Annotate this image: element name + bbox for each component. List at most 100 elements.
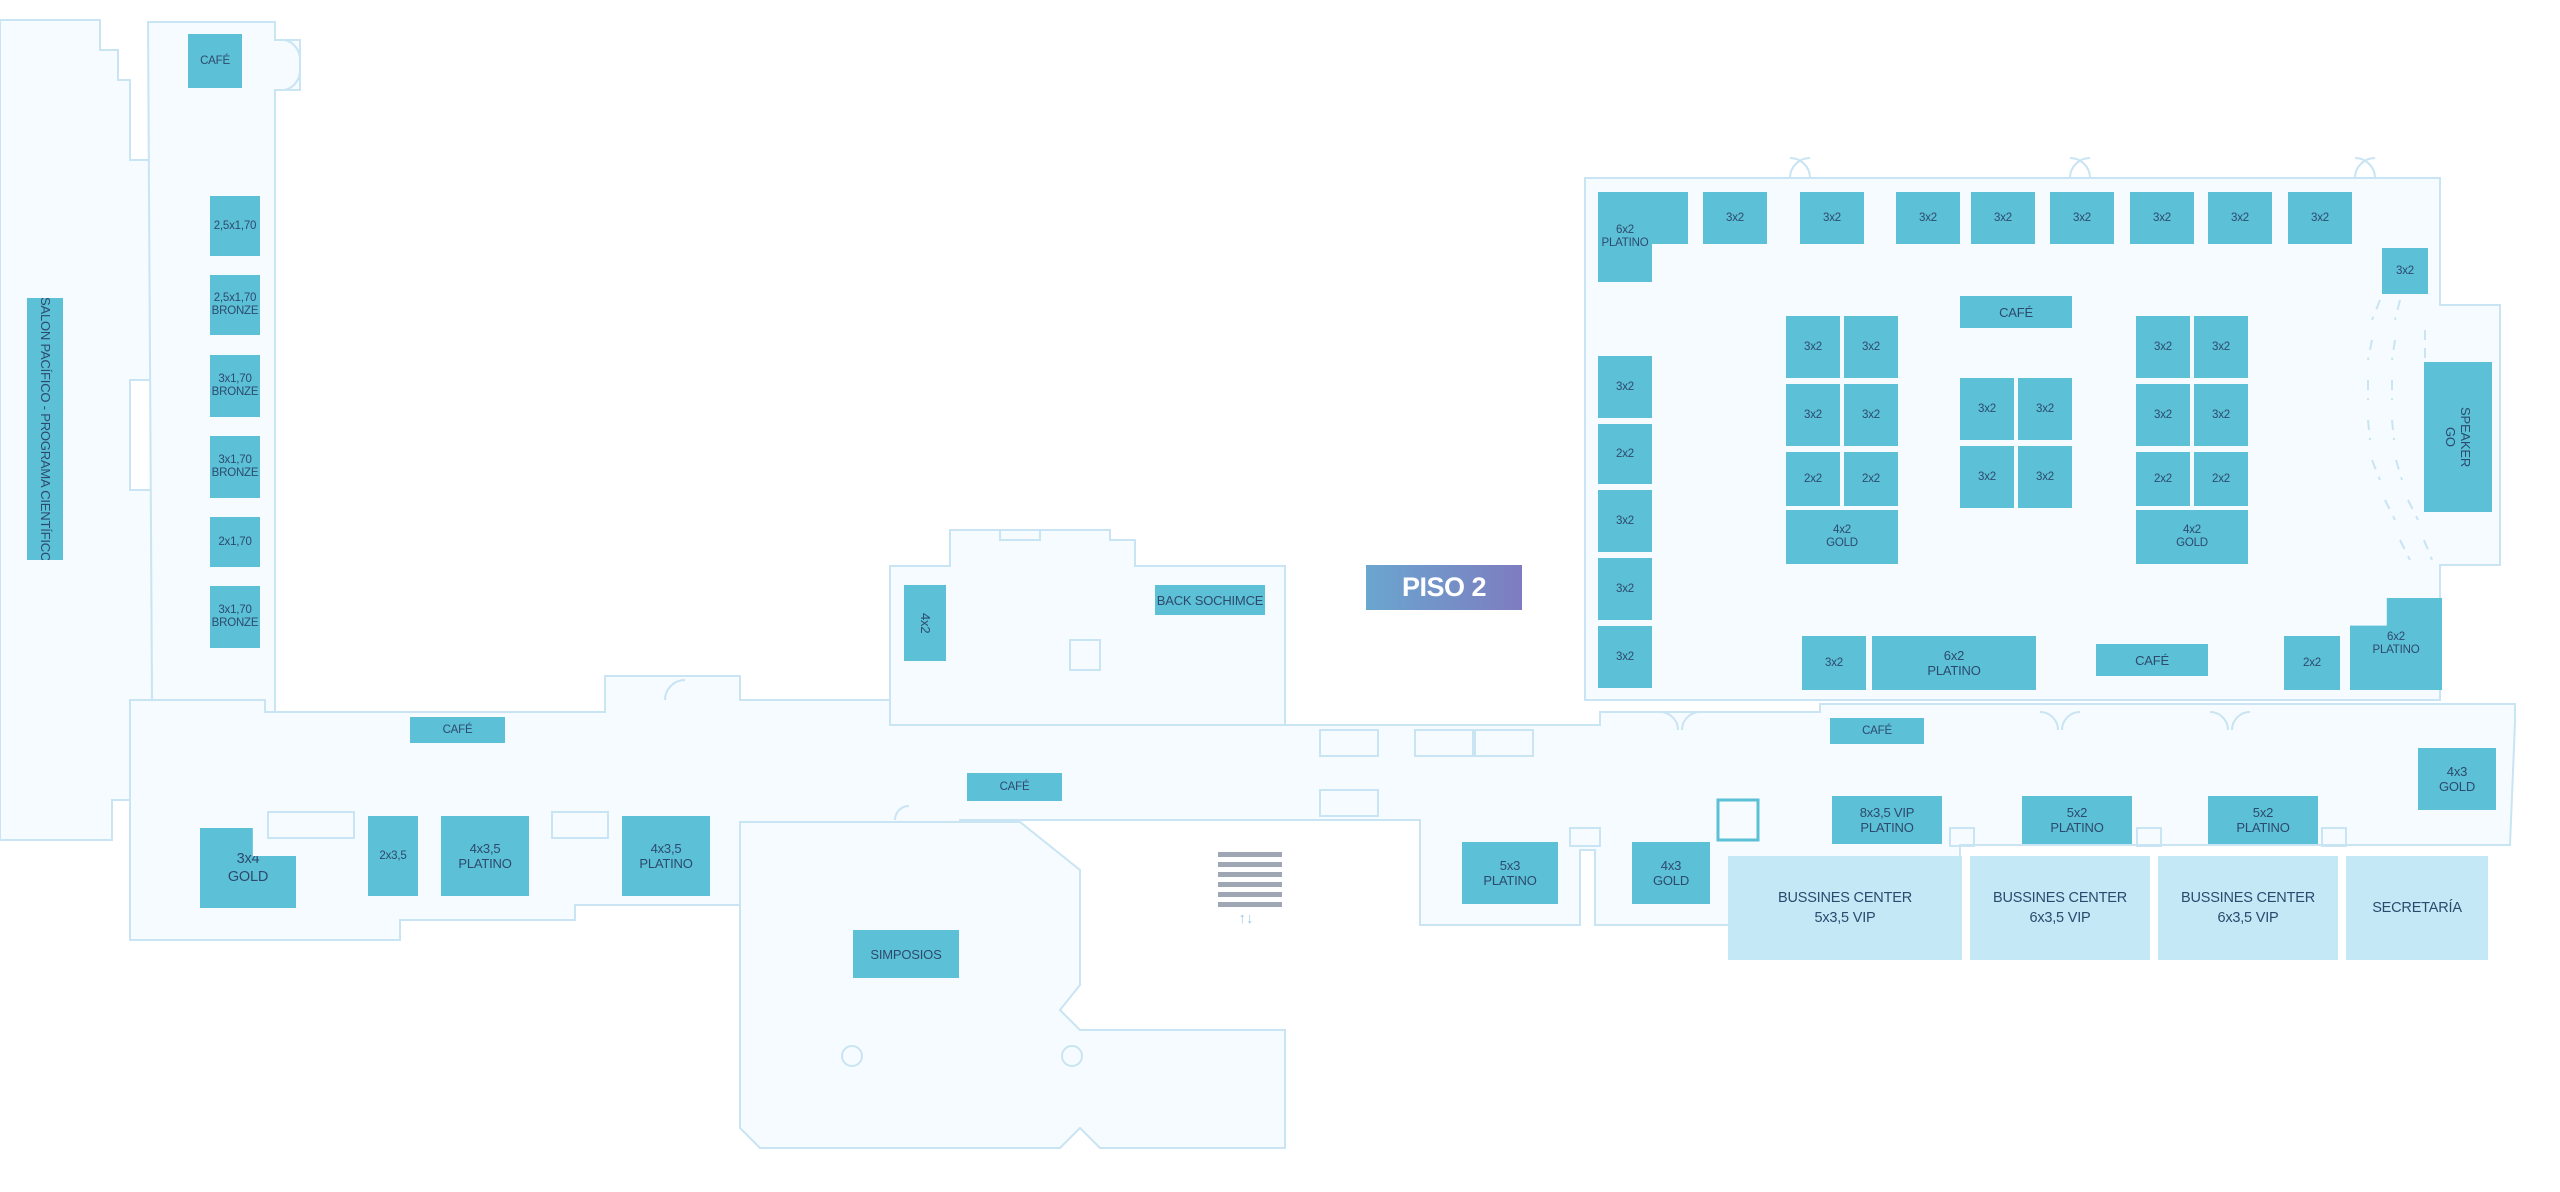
- booth-3x2[interactable]: 3x2: [1598, 356, 1652, 418]
- booth-3x2[interactable]: 3x2: [1703, 192, 1767, 244]
- booth-2x2[interactable]: 2x2: [2194, 452, 2248, 506]
- booth-label-line: 3x2: [2212, 408, 2230, 421]
- booth-2x2[interactable]: 2x2: [2136, 452, 2190, 506]
- booth-label-line: 2x1,70: [218, 535, 252, 548]
- booth-label: 3x2: [2153, 212, 2171, 225]
- booth-label: 3x2: [1825, 657, 1843, 670]
- booth-3x2[interactable]: 3x2: [2136, 384, 2190, 446]
- booth-label-line: CAFÉ: [1862, 724, 1892, 737]
- booth-3x2[interactable]: 3x2: [1971, 192, 2035, 244]
- booth-cafe[interactable]: CAFÉ: [1960, 296, 2072, 328]
- booth-3x2[interactable]: 3x2: [2018, 378, 2072, 440]
- booth-3x2[interactable]: 3x2: [2382, 248, 2428, 294]
- booth-label-line: 6x3,5 VIP: [2217, 910, 2279, 926]
- booth-3x2[interactable]: 3x2: [2136, 316, 2190, 378]
- booth-label-line: 3x2: [2212, 340, 2230, 353]
- booth-3x2[interactable]: 3x2: [2194, 384, 2248, 446]
- booth-2x2[interactable]: 2x2: [1844, 452, 1898, 506]
- booth-label-line: CAFÉ: [2135, 652, 2169, 668]
- booth-label-line: SIMPOSIOS: [870, 946, 942, 962]
- booth-3x2[interactable]: 3x2: [1598, 626, 1652, 688]
- booth-label-line: 2x2: [1804, 472, 1822, 485]
- secretaria[interactable]: SECRETARÍA: [2346, 856, 2488, 960]
- booth-2x170[interactable]: 2x1,70: [210, 517, 260, 567]
- booth-label: 3x2: [1616, 381, 1634, 394]
- booth-label: 2x2: [1616, 448, 1634, 461]
- booth-2x35[interactable]: 2x3,5: [368, 816, 418, 896]
- booth-3x2[interactable]: 3x2: [1802, 636, 1866, 690]
- booth-label: 3x2: [1823, 212, 1841, 225]
- booth-3x2[interactable]: 3x2: [2288, 192, 2352, 244]
- booth-2x2[interactable]: 2x2: [1786, 452, 1840, 506]
- booth-label-line: PLATINO: [1860, 820, 1914, 835]
- booth-4x2[interactable]: 4x2: [904, 585, 946, 661]
- booth-label-line: 4x2: [1833, 524, 1851, 536]
- booth-cafe[interactable]: CAFÉ: [188, 34, 242, 88]
- booth-3x2[interactable]: 3x2: [1598, 490, 1652, 552]
- booth-label: 2x1,70: [218, 535, 252, 549]
- booth-cafe[interactable]: CAFÉ: [2096, 644, 2208, 676]
- booth-3x2[interactable]: 3x2: [1800, 192, 1864, 244]
- booth-3x2[interactable]: 3x2: [1960, 446, 2014, 508]
- booth-label-line: 3x1,70: [218, 604, 252, 616]
- booth-3x2[interactable]: 3x2: [1960, 378, 2014, 440]
- booth-salon-pacifico[interactable]: SALON PACÍFICO - PROGRAMA CIENTÍFICO: [27, 298, 63, 560]
- booth-cafe[interactable]: CAFÉ: [410, 717, 505, 743]
- booth-label-line: 4x3: [2446, 764, 2468, 779]
- booth-label: 3x2: [2231, 212, 2249, 225]
- booth-label: CAFÉ: [200, 55, 230, 68]
- booth-label-line: GOLD: [2176, 537, 2208, 549]
- booth-label-line: SPEAKER: [2458, 406, 2473, 467]
- booth-label: 3x2: [1616, 515, 1634, 528]
- booth-3x2[interactable]: 3x2: [2208, 192, 2272, 244]
- booth-3x2[interactable]: 3x2: [1786, 316, 1840, 378]
- booth-3x2[interactable]: 3x2: [1844, 316, 1898, 378]
- booth-3x2[interactable]: 3x2: [1896, 192, 1960, 244]
- booth-3x2[interactable]: 3x2: [1844, 384, 1898, 446]
- booth-back-sochimce[interactable]: BACK SOCHIMCE: [1155, 585, 1265, 615]
- booth-simposios[interactable]: SIMPOSIOS: [853, 930, 959, 978]
- booth-label: 3x2: [2396, 265, 2414, 278]
- booth-label-line: 2x3,5: [379, 849, 407, 862]
- booth-cafe[interactable]: CAFÉ: [967, 773, 1062, 801]
- booth-25x170[interactable]: 2,5x1,70: [210, 196, 260, 256]
- booth-2x2[interactable]: 2x2: [1598, 424, 1652, 484]
- booth-label-line: PLATINO: [1601, 237, 1649, 249]
- booth-label-line: PLATINO: [1927, 663, 1981, 678]
- booth-label-line: 3x2: [1862, 340, 1880, 353]
- booth-cafe[interactable]: CAFÉ: [1830, 718, 1924, 744]
- booth-3x2[interactable]: 3x2: [2050, 192, 2114, 244]
- booth-2x2[interactable]: 2x2: [2284, 636, 2340, 690]
- booth-3x2[interactable]: 3x2: [1598, 558, 1652, 620]
- booth-3x2[interactable]: 3x2: [1786, 384, 1840, 446]
- booth-3x2[interactable]: 3x2: [2018, 446, 2072, 508]
- booth-3x2[interactable]: 3x2: [2194, 316, 2248, 378]
- booth-label: 3x2: [2311, 212, 2329, 225]
- booth-label-line: BRONZE: [211, 386, 259, 398]
- booth-3x2[interactable]: 3x2: [2130, 192, 2194, 244]
